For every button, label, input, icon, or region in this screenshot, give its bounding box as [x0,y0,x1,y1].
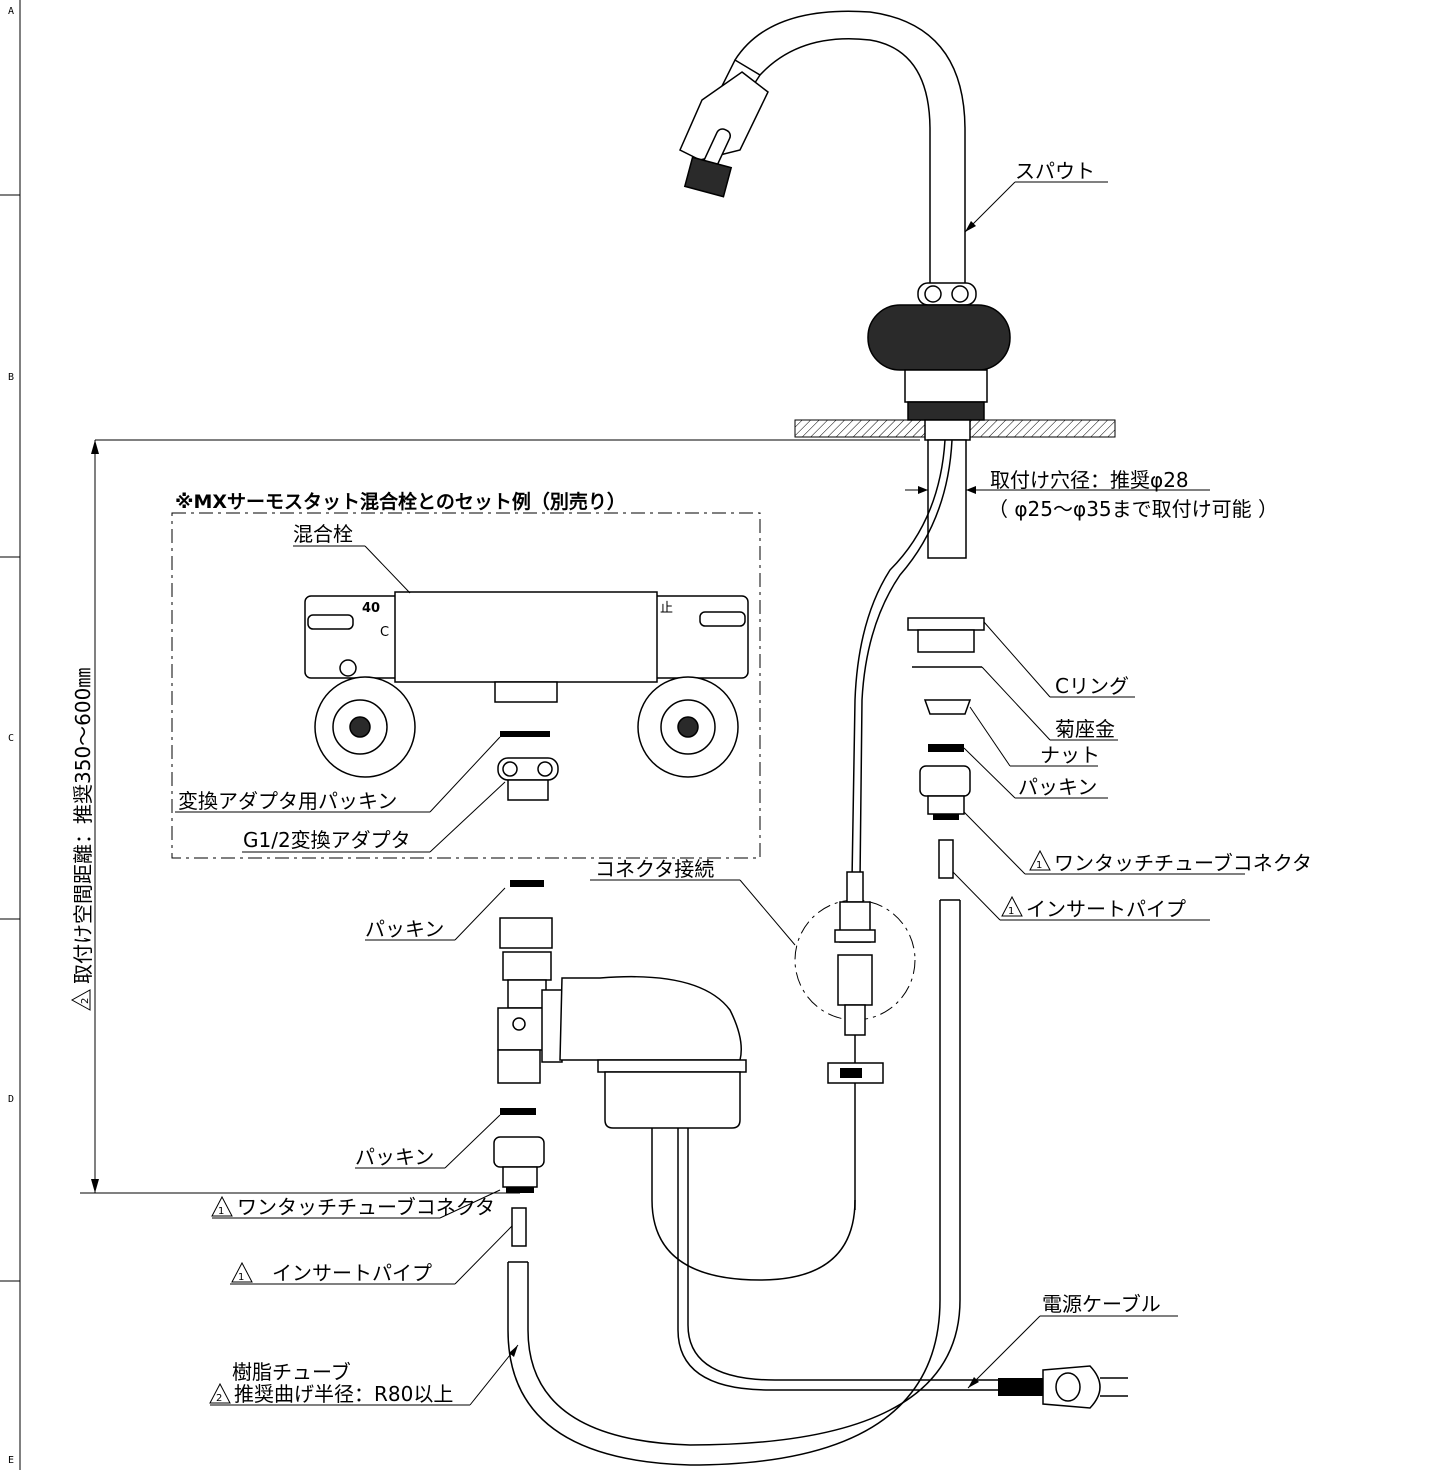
leaders-right [952,621,1245,921]
valve-temp-mark: 40 [362,601,380,616]
leader-spout [964,181,1108,233]
hole-dimension [905,486,1210,494]
label-one-touch-left: ワンタッチチューブコネクタ [237,1195,495,1219]
label-one-touch-right: ワンタッチチューブコネクタ [1054,851,1312,875]
revision-mark: 1 [238,1272,244,1283]
packing-right-part [928,744,964,752]
label-washer: 菊座金 [1055,717,1115,741]
install-distance-label-group: 2 取付け空間距離：推奨350～600㎜ [70,668,95,1011]
label-resin-tube: 樹脂チューブ [232,1360,351,1384]
install-distance-dimension [80,440,520,1194]
grid-letter-a: A [8,6,14,17]
label-insert-pipe-left: インサートパイプ [272,1261,432,1285]
revision-mark: 2 [80,998,91,1004]
revision-mark: 1 [218,1206,224,1217]
set-example-box [171,512,761,859]
revision-triangle-icon [1029,849,1051,871]
leader-power-cable [967,1315,1178,1389]
revision-triangle-icon [209,1382,231,1404]
nut-part [923,699,972,715]
packing-top-part [510,880,544,887]
c-ring-part [907,617,985,653]
label-hole-diameter: 取付け穴径：推奨φ28 [990,468,1189,492]
stop-valve [497,917,747,1129]
label-power-cable: 電源ケーブル [1042,1292,1161,1316]
mixing-valve: 40 C 止 [304,591,749,778]
label-set-example: ※MXサーモスタット混合栓とのセット例（別売り） [175,490,626,513]
adapter-packing-part [500,731,550,737]
power-plug [998,1365,1128,1409]
insert-pipe-left-part [511,1207,527,1247]
grid-letter-c: C [8,733,14,744]
label-mixing-valve: 混合栓 [293,522,353,546]
grid-letter-d: D [8,1094,14,1105]
revision-triangle-icon [231,1261,253,1283]
label-adapter: G1/2変換アダプタ [243,828,411,852]
spout [679,10,1011,881]
insert-pipe-right-part [938,839,954,879]
connector-left-part [493,1136,545,1193]
label-packing-top: パッキン [365,917,444,941]
label-c-ring: Cリング [1055,674,1129,698]
leaders-adapter [175,736,506,853]
leader-resin-tube [210,1344,519,1406]
leader-connector [590,879,796,946]
label-bend-radius: 推奨曲げ半径：R80以上 [234,1382,453,1406]
revision-mark: 2 [216,1393,222,1404]
connector-joint [794,871,916,1210]
label-install-distance: 取付け空間距離：推奨350～600㎜ [71,668,95,984]
revision-mark: 1 [1036,860,1042,871]
packing-bottom-part [500,1108,536,1115]
label-adapter-packing: 変換アダプタ用パッキン [178,789,397,813]
label-hole-range: （ φ25～φ35まで取付け可能 ） [988,497,1278,521]
leader-mixing-valve [293,545,411,594]
grid-letter-b: B [8,372,14,383]
leaders-left [212,887,513,1285]
resin-tube [507,899,961,1466]
label-nut: ナット [1040,743,1100,767]
label-spout: スパウト [1015,159,1095,183]
connector-right-part [919,765,971,820]
label-connector: コネクタ接続 [595,857,714,881]
adapter-part [497,757,559,801]
label-packing-right: パッキン [1018,775,1097,799]
label-insert-pipe-right: インサートパイプ [1026,897,1186,921]
valve-cold-mark: C [380,625,389,640]
revision-triangle-icon [1001,895,1023,917]
power-cable [651,1128,1000,1391]
revision-triangle-icon [211,1195,233,1217]
valve-stop-mark: 止 [660,601,673,616]
revision-mark: 1 [1008,906,1014,917]
drawing-frame: A B C D E [0,0,21,1470]
label-packing-bottom: パッキン [355,1145,434,1169]
grid-letter-e: E [8,1455,14,1466]
